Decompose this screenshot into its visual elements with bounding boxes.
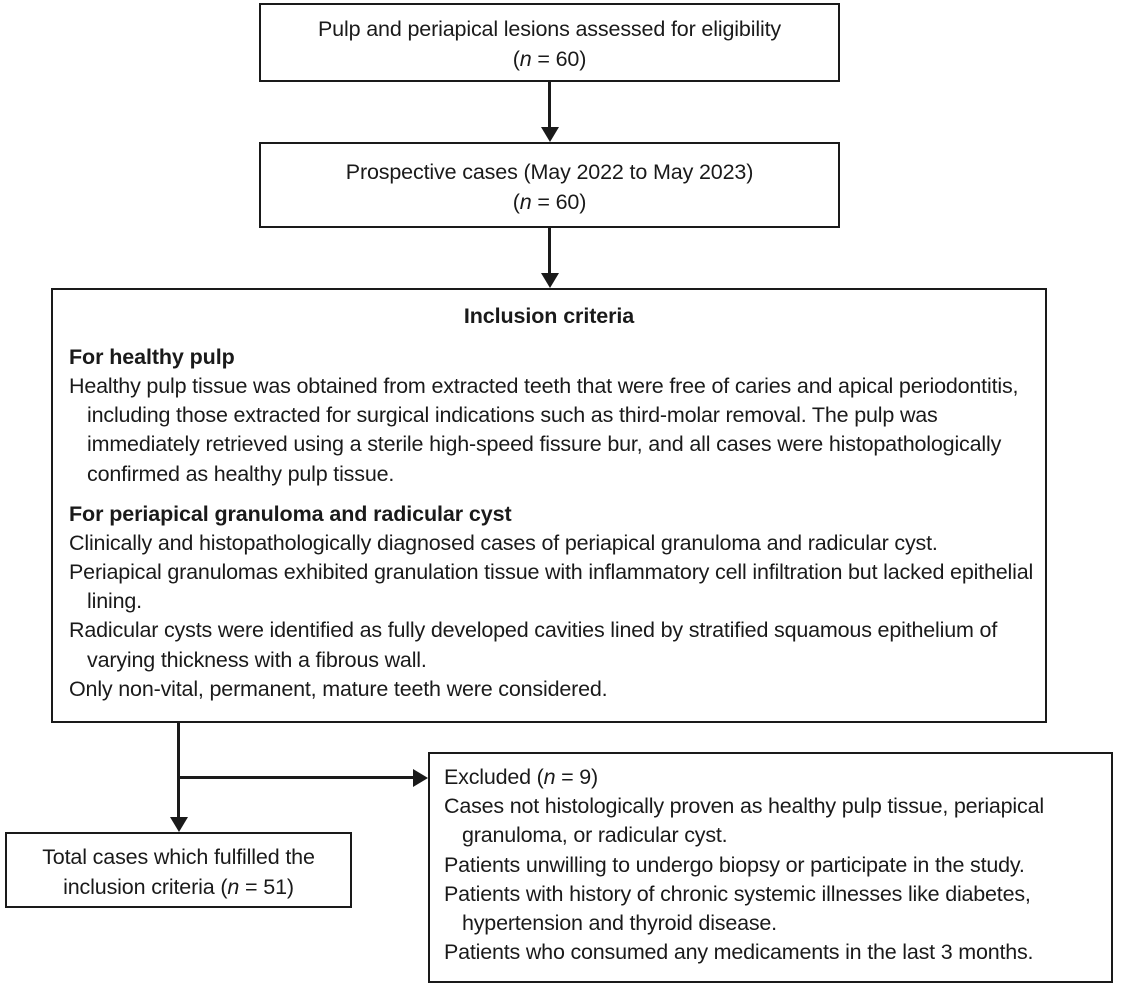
- total-cases-label: inclusion criteria (: [63, 875, 228, 899]
- n-value: = 60): [531, 190, 587, 214]
- n-value: = 9): [555, 765, 598, 789]
- connector-eligibility-to-prospective-line: [548, 82, 551, 128]
- excluded-heading: Excluded (n = 9): [444, 763, 1103, 792]
- excluded-paragraph-4: Patients who consumed any medicaments in…: [444, 940, 1034, 965]
- inclusion-section-1-heading: For healthy pulp: [69, 345, 235, 369]
- inclusion-section-2-paragraph-2: Periapical granulomas exhibited granulat…: [69, 560, 1034, 614]
- connector-inclusion-to-total-arrowhead: [170, 817, 188, 832]
- excluded-paragraph-1: Cases not histologically proven as healt…: [444, 794, 1044, 848]
- inclusion-section-1-paragraph-1: Healthy pulp tissue was obtained from ex…: [69, 374, 1019, 486]
- node-total-cases: Total cases which fulfilled the inclusio…: [5, 832, 352, 908]
- paren-open: (: [512, 190, 520, 214]
- prospective-sample-size: (n = 60): [261, 187, 838, 217]
- n-symbol: n: [227, 875, 240, 899]
- total-cases-line-1: Total cases which fulfilled the: [42, 845, 315, 869]
- n-value: = 60): [531, 47, 587, 71]
- total-cases-line-2: inclusion criteria (n = 51): [7, 872, 350, 902]
- excluded-paragraph-3: Patients with history of chronic systemi…: [444, 881, 1031, 936]
- connector-prospective-to-inclusion-arrowhead: [541, 273, 559, 288]
- inclusion-criteria-body: For healthy pulp Healthy pulp tissue was…: [53, 343, 1045, 704]
- connector-prospective-to-inclusion-line: [548, 228, 551, 274]
- eligibility-line-1: Pulp and periapical lesions assessed for…: [317, 17, 782, 41]
- eligibility-sample-size: (n = 60): [261, 44, 838, 74]
- inclusion-section-2-heading: For periapical granuloma and radicular c…: [69, 501, 512, 526]
- inclusion-section-2-paragraph-4: Only non-vital, permanent, mature teeth …: [69, 676, 608, 701]
- inclusion-section-2-paragraph-1: Clinically and histopathologically diagn…: [69, 530, 938, 555]
- excluded-paragraph-2: Patients unwilling to undergo biopsy or …: [444, 852, 1025, 877]
- n-symbol: n: [543, 765, 556, 789]
- n-symbol: n: [519, 47, 532, 71]
- connector-inclusion-to-excluded-arrowhead: [413, 769, 428, 787]
- excluded-label: Excluded (: [444, 765, 544, 789]
- inclusion-section-2-paragraph-3: Radicular cysts were identified as fully…: [69, 618, 998, 672]
- connector-eligibility-to-prospective-arrowhead: [541, 127, 559, 142]
- inclusion-criteria-title: Inclusion criteria: [463, 304, 635, 328]
- connector-inclusion-trunk-line: [177, 723, 180, 818]
- node-eligibility: Pulp and periapical lesions assessed for…: [259, 3, 840, 82]
- node-inclusion-criteria: Inclusion criteria For healthy pulp Heal…: [51, 288, 1047, 723]
- node-excluded: Excluded (n = 9) Cases not histologicall…: [428, 752, 1113, 983]
- paren-open: (: [512, 47, 520, 71]
- connector-inclusion-to-excluded-line: [177, 776, 414, 779]
- node-prospective-cases: Prospective cases (May 2022 to May 2023)…: [259, 142, 840, 228]
- prospective-line-1: Prospective cases (May 2022 to May 2023): [345, 160, 754, 184]
- n-symbol: n: [519, 190, 532, 214]
- n-value: = 51): [239, 875, 294, 899]
